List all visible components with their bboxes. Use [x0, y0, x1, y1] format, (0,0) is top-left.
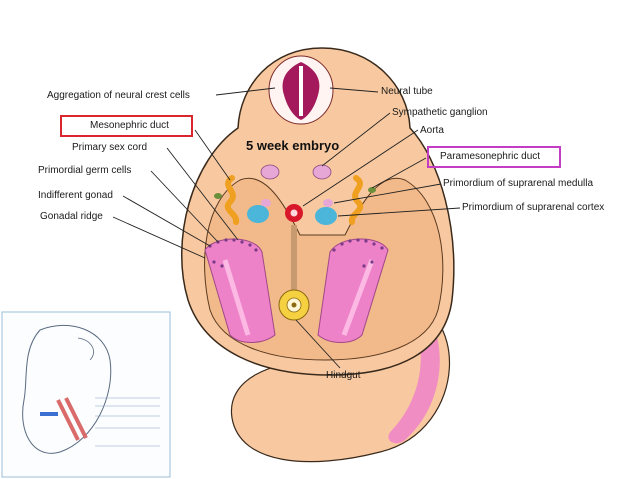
paramesonephric-duct-right [368, 187, 376, 193]
label-suprarenal-medulla: Primordium of suprarenal medulla [443, 178, 594, 189]
gonad-right-highlight [341, 259, 375, 336]
neural-tube-lumen [299, 66, 303, 116]
suprarenal-medulla-right [323, 199, 333, 207]
mesonephric-duct-highlight-box [60, 115, 193, 137]
mesonephric-duct-right [348, 175, 364, 225]
leader-lines [112, 87, 461, 369]
label-indifferent-gonad: Indifferent gonad [38, 190, 113, 201]
paramesonephric-duct-highlight-box [427, 146, 561, 168]
label-hindgut: Hindgut [326, 370, 361, 381]
label-mesonephric-duct: Mesonephric duct [90, 120, 169, 131]
label-suprarenal-cortex: Primordium of suprarenal cortex [462, 202, 605, 213]
label-primordial-germ-cells: Primordial germ cells [38, 165, 132, 176]
label-paramesonephric-duct: Paramesonephric duct [440, 151, 541, 162]
suprarenal-cortex-right [315, 207, 337, 225]
label-sympathetic-ganglion: Sympathetic ganglion [392, 107, 488, 118]
suprarenal-cortex-left [247, 205, 269, 223]
mesonephric-duct-left [224, 175, 240, 225]
label-neural-tube: Neural tube [381, 86, 433, 97]
label-primary-sex-cord: Primary sex cord [72, 142, 148, 153]
label-neural-crest: Aggregation of neural crest cells [47, 90, 190, 101]
hindgut-core [291, 302, 297, 308]
label-aorta: Aorta [420, 125, 444, 136]
gonad-left-highlight [222, 259, 251, 336]
sympathetic-ganglion-right [312, 164, 332, 180]
paramesonephric-duct-left [214, 193, 222, 199]
inset-embryo-sketch [1, 311, 171, 478]
aorta-lumen [290, 209, 298, 217]
diagram-title: 5 week embryo [246, 138, 340, 153]
sympathetic-ganglion-left [260, 164, 280, 180]
suprarenal-medulla-left [261, 199, 271, 207]
label-gonadal-ridge: Gonadal ridge [40, 211, 103, 222]
